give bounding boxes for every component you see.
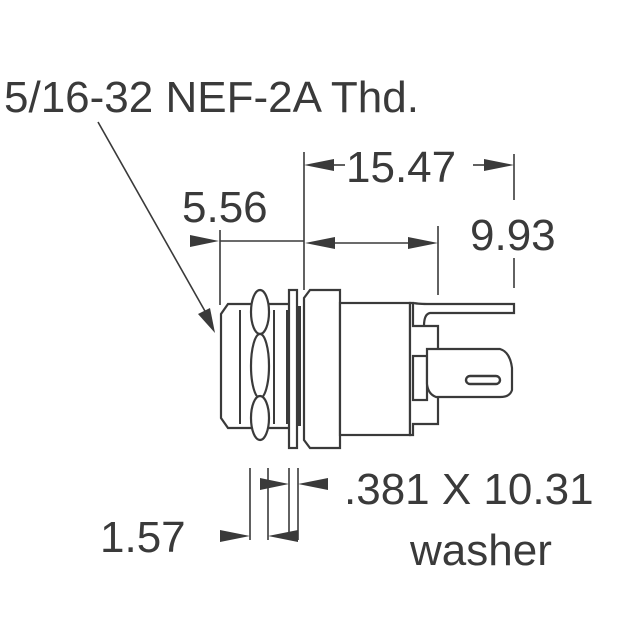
dim-arrow-right — [484, 159, 514, 171]
dim-arrow — [305, 237, 335, 249]
terminal-dim-label: 9.93 — [470, 211, 556, 260]
nut-arrow-right — [268, 530, 298, 542]
washer-arrow-right — [298, 478, 328, 490]
dim-arrow — [408, 237, 438, 249]
dim-arrow-left — [304, 159, 334, 171]
thread-length-label: 5.56 — [182, 183, 268, 232]
thread-leader-arrow — [198, 308, 215, 333]
nut-thickness-label: 1.57 — [100, 513, 186, 562]
washer-arrow-left — [260, 478, 289, 490]
thread-leader-line — [97, 121, 211, 321]
connector-body — [219, 288, 516, 450]
overall-length-label: 15.47 — [346, 143, 456, 192]
washer-size-label: .381 X 10.31 — [344, 465, 594, 514]
dim-arrow — [190, 235, 219, 247]
terminal-slot — [464, 374, 502, 386]
washer-label: washer — [409, 526, 552, 575]
nut-arrow-left — [220, 530, 250, 542]
thread-spec-label: 5/16-32 NEF-2A Thd. — [4, 73, 419, 122]
